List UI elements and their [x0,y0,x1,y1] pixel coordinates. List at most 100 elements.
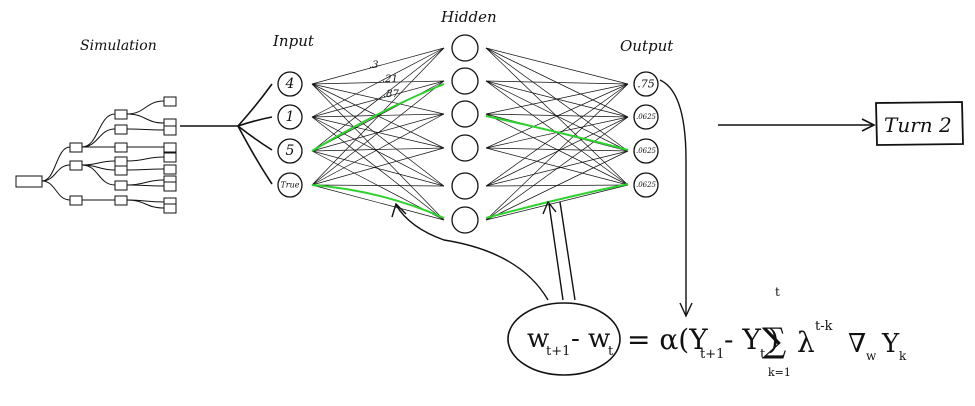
simulation-node [163,125,177,136]
input-hidden-edge [311,83,445,221]
eq-minus-w: - w [571,324,610,354]
simulation-node [114,142,128,153]
eq-lambda-sup: t-k [815,319,833,334]
input-node-value: True [280,181,299,190]
td-update-equation: w t+1 - w t = α(Y t+1 - Y t ) t ∑ k=1 λ … [527,285,907,379]
weight-label-2: .21 [382,74,398,85]
simulation-edge [126,156,165,162]
simulation-node [114,109,128,120]
eq-sum-symbol: ∑ [762,321,786,361]
simulation-edge [126,100,165,115]
simulation-edge [41,180,71,201]
hidden-output-edge [485,116,629,187]
hidden-output-edge [485,116,629,221]
input-hidden-edge [311,116,445,187]
eq-rhs-mid: - Y [724,323,761,356]
input-label: Input [272,32,315,50]
input-hidden-connections [311,47,445,221]
input-node-value: 4 [285,76,295,92]
input-node: 1 [277,104,303,130]
input-hidden-edge [311,83,445,187]
input-hidden-edge [311,47,445,118]
simulation-edge [41,146,71,182]
simulation-node [163,203,177,214]
hidden-node [451,34,479,62]
output-node: .0625 [633,104,659,130]
hidden-node [451,134,479,162]
eq-sum-top: t [775,285,780,299]
simulation-node [69,160,83,171]
simulation-node [163,181,177,192]
hidden-output-edge [485,147,629,152]
input-hidden-edge [311,113,445,152]
simulation-root-node [15,175,43,188]
eq-y: Y [881,329,900,359]
input-node-value: 1 [286,109,295,125]
hidden-output-edge [485,83,629,115]
eq-lhs-w: w [527,324,549,354]
input-hidden-edge [311,80,445,118]
output-to-equation-arrow [659,79,693,318]
weight-label-1: .3 [369,60,379,71]
simulation-node [163,142,177,153]
output-node: .0625 [633,138,659,164]
hidden-node [451,100,479,128]
input-hidden-edge [311,47,445,152]
simulation-edge [126,128,165,131]
eq-y-sub: k [899,349,907,363]
simulation-edge [126,113,165,124]
output-node-value: .0625 [636,147,657,155]
simulation-node [69,195,83,206]
simulation-edge [81,164,116,186]
input-layer: 4 1 5 True [277,71,303,198]
update-arrows [391,200,576,301]
input-hidden-edge [311,113,445,118]
simulation-to-input-connector [180,83,273,185]
eq-rhs-sub2: t [760,347,766,362]
input-node: 4 [277,71,303,97]
eq-sum-bottom: k=1 [768,366,791,379]
equation-lhs-ellipse [507,302,621,376]
simulation-node [114,124,128,135]
simulation-node [114,165,128,176]
simulation-edge [126,184,165,187]
simulation-edge [126,199,165,209]
simulation-tree [15,96,177,214]
eq-lhs-sub1: t+1 [546,344,570,359]
eq-lhs-sub2: t [608,344,614,359]
simulation-edge [81,113,116,148]
highlighted-connections [311,83,629,219]
simulation-node [69,142,83,153]
input-hidden-edge [311,47,445,186]
input-hidden-edge [311,47,445,85]
output-node: .75 [633,71,659,97]
eq-rhs-main: = α(Y [627,323,708,356]
output-node-value: .0625 [636,181,657,189]
simulation-edge [81,128,116,148]
hidden-output-edge [485,147,629,186]
output-node-value: .75 [637,78,655,91]
output-node-value: .0625 [636,113,657,121]
simulation-node [114,195,128,206]
hidden-layer [451,34,479,234]
hidden-output-edge [485,150,629,221]
hidden-output-edge [485,80,629,85]
eq-grad-sub: w [866,349,877,363]
input-hidden-edge [311,147,445,186]
hidden-node [451,172,479,200]
turn-box: Turn 2 [875,101,964,146]
eq-grad: ∇ [848,329,866,359]
hidden-label: Hidden [440,8,497,26]
hidden-output-connections [485,47,629,221]
output-node: .0625 [633,172,659,198]
hidden-node [451,206,479,234]
hidden-node [451,67,479,95]
eq-lambda: λ [797,326,815,359]
simulation-edge [126,168,165,171]
input-hidden-edge [311,150,445,187]
simulation-edge [81,160,116,166]
input-hidden-edge [311,113,445,186]
input-node: True [277,172,303,198]
input-hidden-edge [311,184,445,221]
